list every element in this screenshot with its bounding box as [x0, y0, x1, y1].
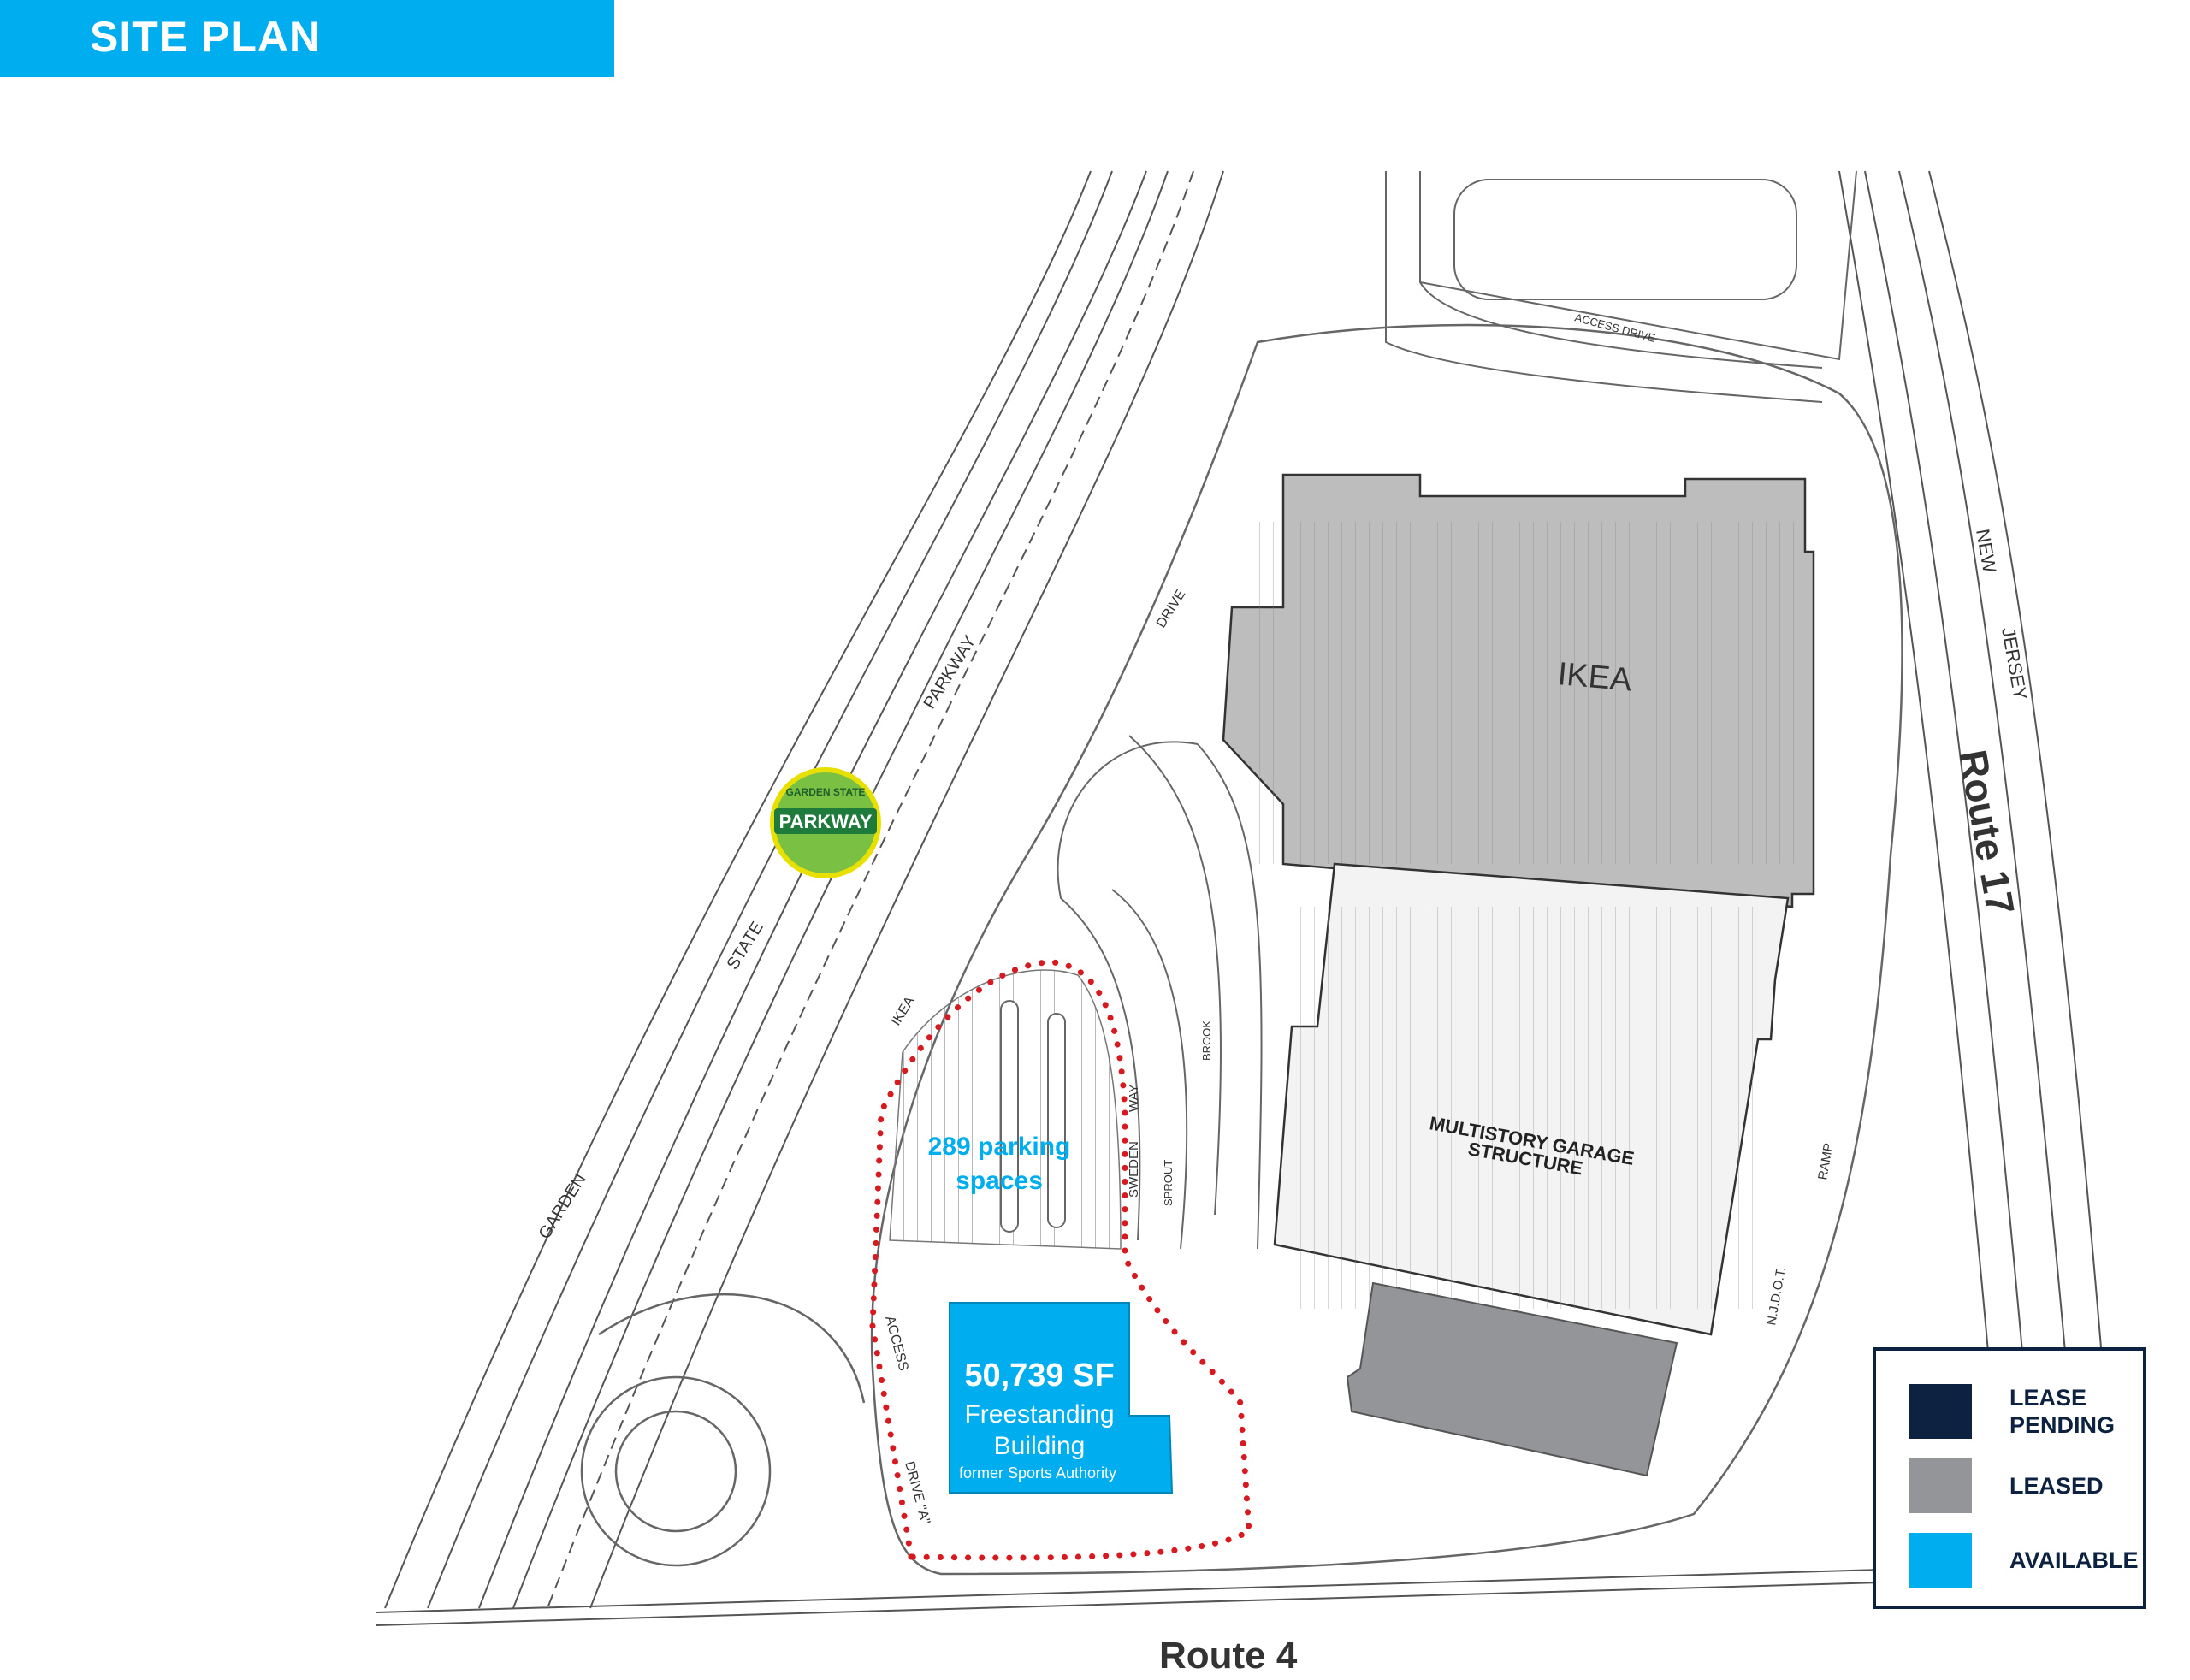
page-title: SITE PLAN: [90, 13, 322, 61]
legend-label-leased: LEASED: [2009, 1473, 2104, 1499]
njdot-label: N.J.D.O.T.: [1764, 1266, 1789, 1327]
available-line2: Building: [994, 1432, 1086, 1460]
ramp-label: RAMP: [1815, 1142, 1836, 1181]
parking-count-2: spaces: [956, 1167, 1043, 1195]
internal-drives: [1057, 735, 1263, 1250]
available-area: 50,739 SF: [964, 1358, 1114, 1393]
route4-label: Route 4: [1159, 1635, 1298, 1677]
parkway-sign-icon: PARKWAY GARDEN STATE: [770, 767, 881, 878]
parking-count: 289 parking: [928, 1133, 1071, 1161]
legend-label-available: AVAILABLE: [2009, 1547, 2139, 1573]
parking-field: [889, 969, 1122, 1250]
legend-swatch-available: [1909, 1533, 1972, 1588]
ikea-label: IKEA: [1556, 656, 1634, 698]
leased-building: [1346, 1281, 1678, 1477]
available-line1: Freestanding: [964, 1400, 1114, 1429]
garage-structure: [1273, 862, 1790, 1336]
site-parcel: [870, 323, 1903, 1576]
brook-label: BROOK: [1200, 1020, 1213, 1061]
parkway-label-parkway: PARKWAY: [920, 632, 980, 712]
sprout-label: SPROUT: [1162, 1160, 1175, 1206]
header-bar: SITE PLAN: [0, 0, 614, 77]
route17-road: [1838, 170, 2122, 1609]
new-jersey-label-2: JERSEY: [1998, 626, 2032, 702]
available-boundary: [869, 959, 1252, 1561]
route4-road: [376, 1569, 1883, 1626]
parkway-label-state: STATE: [724, 919, 767, 973]
access-drive-top-label: ACCESS DRIVE: [1573, 311, 1657, 345]
parkway-label-garden: GARDEN: [536, 1170, 590, 1242]
legend-item-leased: LEASED: [1909, 1458, 2140, 1513]
parkway-sign-main: PARKWAY: [779, 811, 873, 832]
top-access-area: [1385, 170, 1857, 403]
legend-label-lease-pending: LEASE PENDING: [2009, 1385, 2116, 1438]
available-building: [949, 1302, 1174, 1494]
access-drive-label: ACCESS: [882, 1315, 910, 1373]
legend-item-lease-pending: LEASE PENDING: [1909, 1384, 2140, 1439]
legend-swatch-lease-pending: [1909, 1384, 1972, 1439]
sweden-way-label-2: WAY: [1127, 1085, 1141, 1113]
parkway-sign-top: GARDEN STATE: [786, 786, 866, 798]
loop-ramp: [580, 1293, 866, 1567]
sweden-way-label: SWEDEN: [1127, 1141, 1141, 1198]
legend-item-available: AVAILABLE: [1909, 1533, 2140, 1588]
parkway-road: [384, 170, 1224, 1609]
legend: LEASE PENDING LEASED AVAILABLE: [1873, 1347, 2146, 1609]
available-former: former Sports Authority: [959, 1464, 1116, 1482]
ikea-drive-label: IKEA: [889, 994, 918, 1028]
ikea-building: [1222, 473, 1815, 908]
legend-swatch-leased: [1909, 1458, 1972, 1513]
